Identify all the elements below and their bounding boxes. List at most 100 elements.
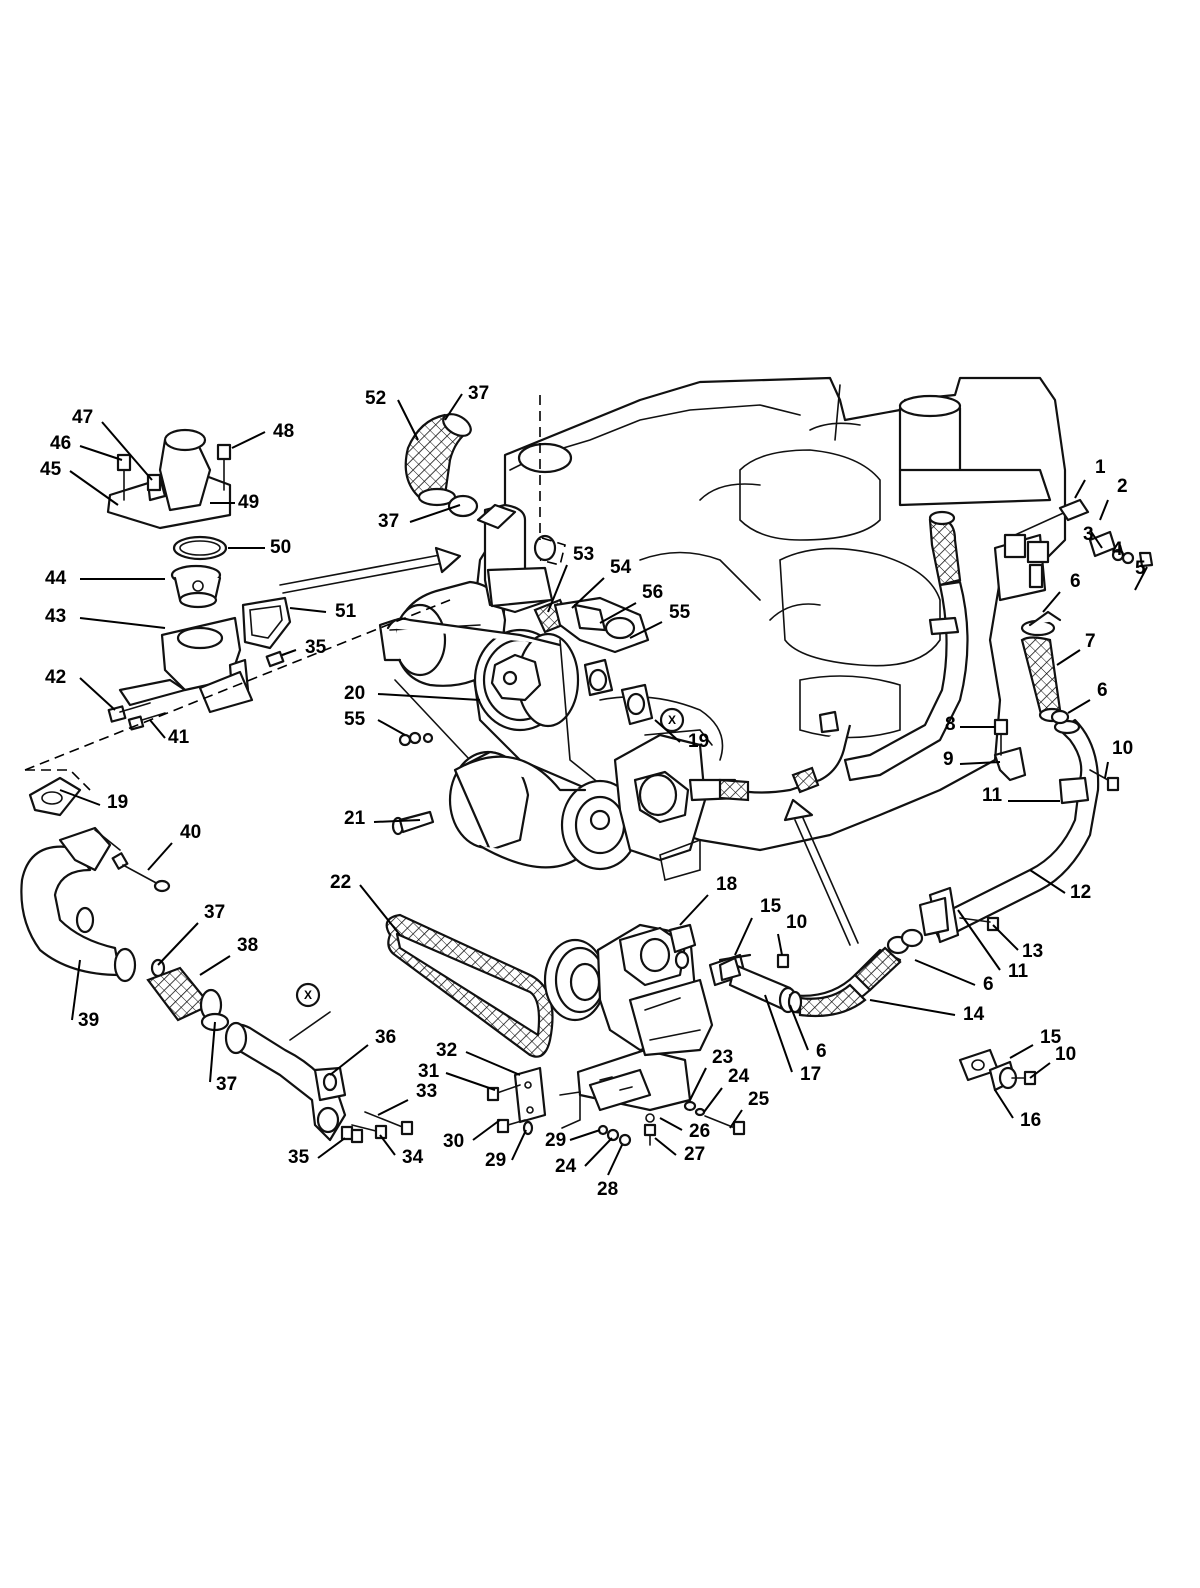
callout-label-c2: 2 xyxy=(1117,476,1128,497)
ref-label-x-upper: X xyxy=(668,713,676,727)
callout-leader-c55a xyxy=(377,719,406,736)
hose-14 xyxy=(787,928,924,1018)
callout-leader-c47 xyxy=(101,421,153,481)
callout-label-c17: 17 xyxy=(800,1064,821,1085)
callout-label-c26: 26 xyxy=(689,1121,710,1142)
callout-label-c29b: 29 xyxy=(545,1130,566,1151)
thermostat xyxy=(170,564,222,609)
callout-leader-c38 xyxy=(199,955,231,976)
callout-label-c27: 27 xyxy=(684,1144,705,1165)
callout-label-c31: 31 xyxy=(418,1061,440,1082)
callout-label-c34: 34 xyxy=(402,1147,424,1168)
bolt-10b xyxy=(776,953,790,969)
callout-leader-c46 xyxy=(79,445,123,461)
callout-label-c35b: 35 xyxy=(288,1147,310,1168)
callout-leader-c35a xyxy=(281,649,297,656)
fitting-16 xyxy=(958,1048,1037,1092)
callout-label-c37c: 37 xyxy=(204,902,225,923)
callout-leader-c6c xyxy=(914,959,976,986)
callout-label-c14: 14 xyxy=(963,1004,985,1025)
callout-leader-c40 xyxy=(147,842,173,871)
callout-leader-c19b xyxy=(59,789,101,806)
callout-label-c28: 28 xyxy=(597,1179,618,1200)
callout-label-c15b: 15 xyxy=(1040,1027,1062,1048)
callout-leader-c51 xyxy=(289,607,327,613)
ref-label-x-lower: X xyxy=(304,988,312,1002)
callout-label-c10c: 10 xyxy=(1055,1044,1076,1065)
callout-leader-c19a xyxy=(654,719,681,743)
callout-label-c55a: 55 xyxy=(344,709,366,730)
callout-leader-c5 xyxy=(1134,566,1148,591)
callout-leader-c3 xyxy=(1089,529,1103,549)
callout-label-c41: 41 xyxy=(168,727,190,748)
callout-label-c12: 12 xyxy=(1070,882,1091,903)
callout-label-c47: 47 xyxy=(72,407,93,428)
callout-label-c25: 25 xyxy=(748,1089,770,1110)
callout-label-c39: 39 xyxy=(78,1010,99,1031)
drive-belt xyxy=(385,913,554,1058)
bolt-10a xyxy=(1106,776,1120,792)
callout-label-c37b: 37 xyxy=(378,511,399,532)
callout-label-c52: 52 xyxy=(365,388,386,409)
callout-label-c29a: 29 xyxy=(485,1150,506,1171)
callout-leader-c56 xyxy=(599,602,637,624)
callout-leader-c45 xyxy=(69,470,119,506)
callout-label-c7: 7 xyxy=(1085,631,1096,652)
thermostat-housing-cover xyxy=(106,428,232,530)
callout-leader-c26 xyxy=(659,1117,683,1131)
callout-label-c45: 45 xyxy=(40,459,62,480)
callout-leader-c24a xyxy=(584,1137,613,1167)
callout-leader-c10a xyxy=(1104,761,1109,779)
callout-leader-c15a xyxy=(734,917,753,956)
direction-arrow xyxy=(783,798,859,946)
callout-layer: 1234567681091112131161415101861715101619… xyxy=(40,383,1148,1200)
callout-leader-c33 xyxy=(377,1099,409,1116)
callout-leader-c17 xyxy=(764,994,793,1073)
callout-leader-c42 xyxy=(79,677,116,711)
clamp-6b xyxy=(1050,709,1070,725)
callout-leader-c7 xyxy=(1056,649,1081,666)
bracket-9 xyxy=(993,718,1027,782)
pipe-36 xyxy=(224,1021,347,1142)
callout-leader-c10c xyxy=(1029,1062,1051,1079)
callout-label-c6b: 6 xyxy=(1097,680,1108,701)
fasteners-23-25 xyxy=(683,1100,746,1136)
callout-label-c21: 21 xyxy=(344,808,366,829)
gasket-15a xyxy=(718,956,742,982)
callout-label-c22: 22 xyxy=(330,872,351,893)
callout-leader-c21 xyxy=(373,819,421,823)
callout-leader-c11b xyxy=(957,909,1001,971)
callout-leader-c31 xyxy=(445,1072,496,1091)
fasteners-24-28 xyxy=(597,1113,657,1147)
callout-label-c6a: 6 xyxy=(1070,571,1081,592)
callout-label-c43: 43 xyxy=(45,606,66,627)
bolt xyxy=(265,650,285,668)
gasket xyxy=(241,596,292,650)
callout-label-c33: 33 xyxy=(416,1081,437,1102)
callout-label-c38: 38 xyxy=(237,935,258,956)
callout-leader-c28 xyxy=(607,1144,623,1176)
callout-leader-c34 xyxy=(379,1134,396,1156)
callout-label-c3: 3 xyxy=(1083,524,1094,545)
callout-leader-c25 xyxy=(729,1109,743,1129)
intake-pipe-39 xyxy=(20,776,137,983)
callout-label-c46: 46 xyxy=(50,433,71,454)
thermostat-elbow-mounted xyxy=(476,503,557,614)
callout-label-c30: 30 xyxy=(443,1131,464,1152)
callout-leader-c18 xyxy=(679,894,709,926)
callout-leader-c39 xyxy=(71,959,81,1021)
callout-leader-c4 xyxy=(1119,544,1124,557)
callout-leader-c37a xyxy=(444,393,463,421)
callout-label-c4: 4 xyxy=(1112,539,1123,560)
callout-label-c5: 5 xyxy=(1135,558,1146,579)
callout-label-c16: 16 xyxy=(1020,1110,1041,1131)
callout-leader-c22 xyxy=(359,884,401,936)
callout-label-c10b: 10 xyxy=(786,912,807,933)
callout-leader-c48 xyxy=(231,431,266,449)
callout-label-c1: 1 xyxy=(1095,457,1106,478)
callout-label-c18: 18 xyxy=(716,874,737,895)
bolt-21 xyxy=(391,810,435,836)
thermostat-housing xyxy=(107,616,254,731)
callout-label-c55b: 55 xyxy=(669,602,691,623)
